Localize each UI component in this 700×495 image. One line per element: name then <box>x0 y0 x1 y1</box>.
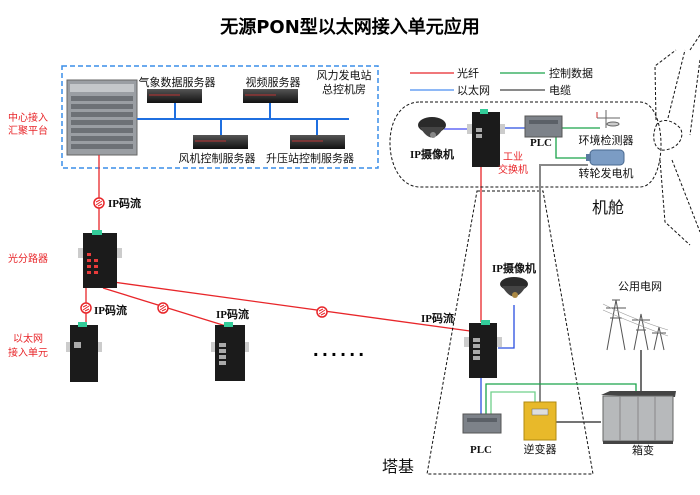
video-server-label: 视频服务器 <box>246 75 301 89</box>
tower-plc <box>462 413 502 434</box>
inverter <box>523 401 557 441</box>
legend-ethernet: 以太网 <box>457 84 490 97</box>
center-platform-label-2: 汇聚平台 <box>8 124 48 137</box>
tower-switch <box>464 320 502 378</box>
weather-server-label: 气象数据服务器 <box>139 75 216 89</box>
video-server <box>243 89 298 103</box>
fiber-icon <box>157 302 169 314</box>
turbine-control-server <box>193 135 248 149</box>
legend-fiber: 光纤 <box>457 66 479 80</box>
grid-label: 公用电网 <box>618 280 662 293</box>
substation-control-server-label: 升压站控制服务器 <box>266 151 354 165</box>
generator <box>586 149 625 166</box>
access-unit-2 <box>211 322 249 381</box>
control-room-label-2: 总控机房 <box>322 82 366 96</box>
control-room-box <box>61 65 379 169</box>
ip-stream-label: IP码流 <box>216 307 249 321</box>
tower-outline <box>426 190 594 475</box>
nacelle-plc <box>524 115 563 138</box>
aggregation-chassis <box>66 79 138 156</box>
ip-stream-label: IP码流 <box>108 196 141 210</box>
unit-label-2: 接入单元 <box>8 346 48 359</box>
ip-stream-label: IP码流 <box>94 303 127 317</box>
fiber-lines <box>85 155 482 332</box>
tower-camera-label: IP摄像机 <box>492 261 536 275</box>
nacelle-label: 机舱 <box>592 198 624 217</box>
center-platform-label-1: 中心接入 <box>8 111 48 124</box>
ip-stream-label: IP码流 <box>421 311 454 325</box>
tower-connections <box>480 305 642 423</box>
inverter-label: 逆变器 <box>524 442 557 456</box>
tower-plc-label: PLC <box>470 444 492 456</box>
box-transformer-label: 箱变 <box>632 443 654 457</box>
splitter-label: 光分路器 <box>8 252 48 265</box>
unit-label-1: 以太网 <box>13 332 43 345</box>
environment-detector-label: 环境检测器 <box>579 133 634 147</box>
generator-label: 转轮发电机 <box>579 166 634 180</box>
fiber-icon <box>80 302 92 314</box>
access-unit-1 <box>66 322 102 382</box>
turbine-control-server-label: 风机控制服务器 <box>179 151 256 165</box>
nacelle-outline <box>389 101 662 188</box>
control-room-label-1: 风力发电站 <box>317 68 372 82</box>
page-title: 无源PON型以太网接入单元应用 <box>220 16 480 38</box>
hub-outline <box>653 120 683 151</box>
fiber-icon <box>93 197 105 209</box>
legend-control: 控制数据 <box>549 66 593 80</box>
tower-base-label: 塔基 <box>382 457 414 476</box>
box-transformer <box>601 391 676 444</box>
tower-ip-camera <box>500 277 528 298</box>
environment-detector <box>596 110 620 128</box>
industrial-switch <box>467 109 505 167</box>
more-units-ellipsis: ...... <box>313 341 367 360</box>
nacelle-plc-label: PLC <box>530 137 552 149</box>
nacelle-ip-camera <box>418 117 446 138</box>
nacelle-camera-label: IP摄像机 <box>410 147 454 161</box>
weather-server <box>147 89 202 103</box>
power-grid-towers <box>602 299 669 351</box>
wind-turbine-outline <box>389 34 700 475</box>
ethernet-bus <box>137 103 349 136</box>
industrial-switch-label-1: 工业 <box>503 151 523 163</box>
legend-cable: 电缆 <box>549 84 571 97</box>
substation-control-server <box>290 135 345 149</box>
industrial-switch-label-2: 交换机 <box>498 163 528 176</box>
legend: 光纤 控制数据 以太网 电缆 <box>410 66 593 97</box>
optical-splitter <box>78 230 122 288</box>
fiber-icon <box>316 306 328 318</box>
